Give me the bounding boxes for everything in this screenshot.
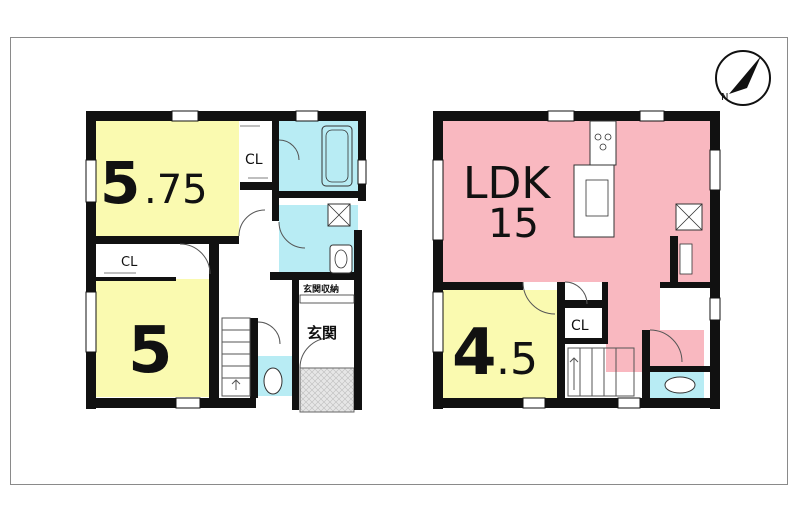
bedroom-lower-number: 5 xyxy=(128,314,173,388)
room-4-5-decimal: .5 xyxy=(496,334,538,385)
compass-north-label: N xyxy=(721,92,728,103)
floor1-wall-right-lower xyxy=(354,230,362,410)
room-4-5-number: 4 xyxy=(452,316,497,390)
entrance-storage-label: 玄関収納 xyxy=(303,283,339,295)
floor1-wall-int-7 xyxy=(292,280,299,410)
closet-floor2-fill xyxy=(566,308,602,338)
entrance-floor1-fill xyxy=(299,367,355,413)
floor2-window-7 xyxy=(522,397,546,409)
doors-floor1 xyxy=(179,139,331,369)
floor2-wall-int-8 xyxy=(650,366,710,372)
floor2-window-8 xyxy=(617,397,641,409)
floor1-wall-left xyxy=(86,111,96,409)
floor1-wall-int-3 xyxy=(209,244,219,398)
floor2-window-5 xyxy=(709,149,721,191)
floor1-plan: 5 .75 CL CL 5 玄関収納 玄関 xyxy=(85,110,367,413)
floor1-wall-int-5 xyxy=(279,191,358,198)
doors-floor2 xyxy=(522,281,683,363)
ldk-fill xyxy=(443,121,710,372)
closet-upper-label: CL xyxy=(245,152,263,168)
kitchen-back-counter xyxy=(589,120,617,166)
floor1-window-3 xyxy=(85,159,97,203)
washbasin xyxy=(329,244,353,274)
bedroom-upper-fill xyxy=(96,121,239,236)
floor1-window-5 xyxy=(175,397,201,409)
floor2-window-1 xyxy=(547,110,575,122)
floor2-wall-int-3 xyxy=(565,300,606,308)
stairs-floor1 xyxy=(221,317,251,397)
compass-needle xyxy=(729,56,761,94)
stove-burner-1 xyxy=(594,133,602,141)
floor1-window-4 xyxy=(85,291,97,353)
floor2-wall-int-1 xyxy=(443,282,523,290)
kitchen-sink xyxy=(585,179,609,217)
toilet-floor1 xyxy=(263,367,283,395)
floor2-wall-int-2 xyxy=(557,282,565,398)
compass: N xyxy=(715,50,771,106)
closet-lower-fill xyxy=(96,245,176,277)
floor1-wall-bottom-left xyxy=(86,398,256,408)
floor1-window-2 xyxy=(295,110,319,122)
floor1-wall-int-6 xyxy=(270,272,360,280)
stove-burner-2 xyxy=(604,133,612,141)
bedroom-upper-number: 5 xyxy=(100,149,140,217)
closet-floor2-label: CL xyxy=(571,318,589,334)
floor1-window-6 xyxy=(357,159,367,185)
ldk-label: LDK xyxy=(463,158,551,209)
closet-lower-label: CL xyxy=(121,255,138,270)
toilet-floor2 xyxy=(664,376,696,394)
floor2-plan: LDK 15 4 .5 CL xyxy=(432,110,721,409)
floor2-window-4 xyxy=(432,291,444,353)
entrance-label: 玄関 xyxy=(307,324,337,342)
floor2-wall-int-6 xyxy=(660,282,710,288)
ldk-size: 15 xyxy=(488,201,539,247)
bedroom-upper-decimal: .75 xyxy=(144,167,208,213)
floor2-wall-int-4 xyxy=(602,282,608,338)
floor2-wall-int-7 xyxy=(642,330,650,398)
floor2-wall-int-5 xyxy=(565,338,608,344)
floor1-wall-int-1 xyxy=(96,236,239,244)
room-4-5-fill xyxy=(443,290,557,398)
bedroom-lower-fill xyxy=(96,279,209,397)
stairs-floor2 xyxy=(567,347,635,397)
floor2-window-3 xyxy=(432,159,444,241)
floor1-wall-int-9 xyxy=(240,182,272,190)
floor1-wall-top xyxy=(86,111,364,121)
floor2-window-6 xyxy=(709,297,721,321)
entrance-storage-shelf xyxy=(299,294,355,304)
floor1-wall-int-2 xyxy=(96,277,176,281)
floor1-wall-int-8 xyxy=(250,318,258,398)
bathtub xyxy=(321,125,353,187)
floor2-wall-left xyxy=(433,111,443,409)
floor2-window-2 xyxy=(639,110,665,122)
closet-upper-fill xyxy=(240,121,272,191)
floor1-wall-int-4 xyxy=(272,121,279,221)
floor2-wall-right xyxy=(710,111,720,409)
floor2-wall-top xyxy=(433,111,720,121)
floor2-wall-int-9 xyxy=(670,236,678,282)
floor2-wall-bottom xyxy=(433,398,720,408)
stove-burner-3 xyxy=(599,143,607,151)
floor1-wall-right xyxy=(358,111,366,201)
ldk-shelf xyxy=(679,243,693,275)
floor1-window-1 xyxy=(171,110,199,122)
